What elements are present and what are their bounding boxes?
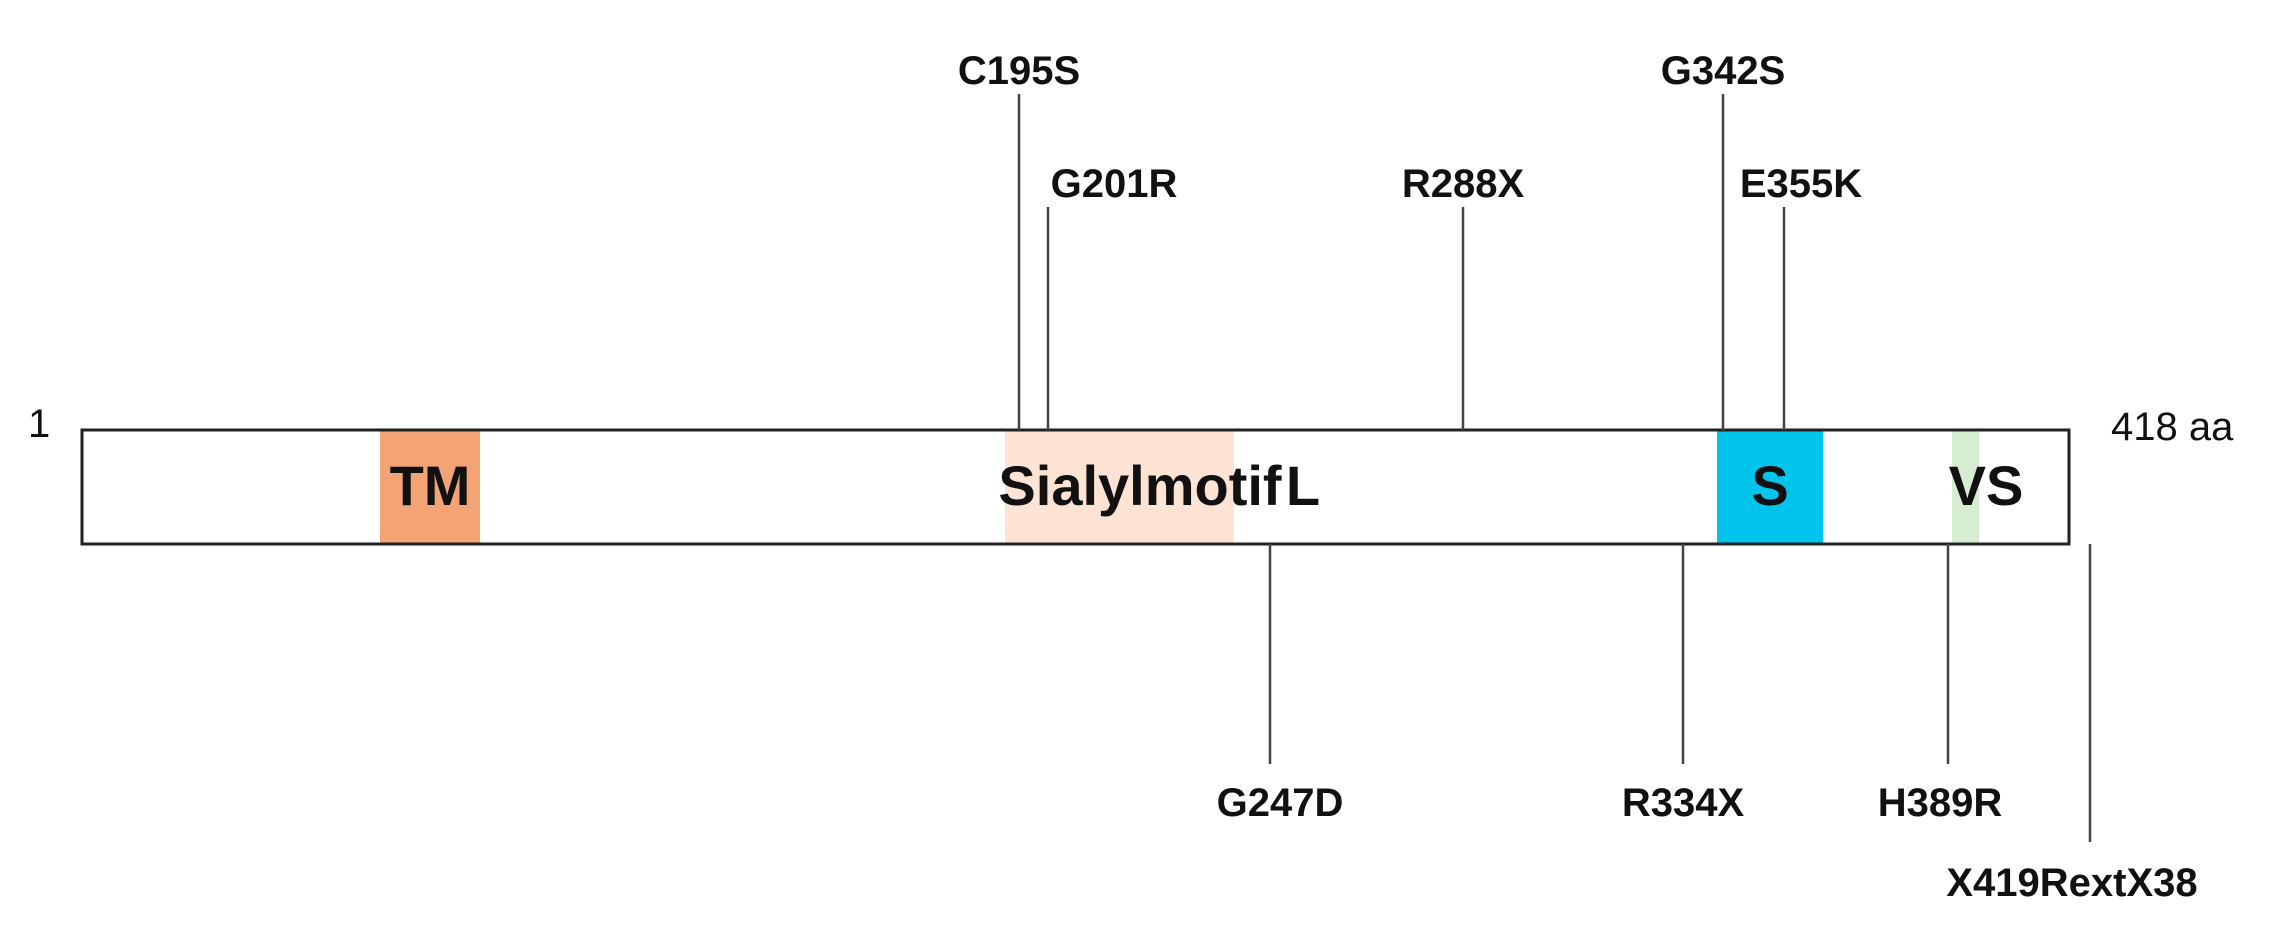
sialylmotif-s-label: S	[1751, 454, 1788, 517]
protein-end-label: 418 aa	[2111, 405, 2234, 449]
mutation-label-r334x: R334X	[1622, 781, 1745, 825]
sialylmotif-s-region	[1717, 430, 1823, 544]
mutation-label-e355k: E355K	[1740, 162, 1862, 206]
protein-backbone-bar	[80, 428, 2071, 546]
mutation-label-h389r: H389R	[1878, 781, 2003, 825]
sialylmotif-l-label: L	[1286, 454, 1320, 517]
mutation-label-g201r: G201R	[1051, 162, 1178, 206]
mutation-label-g342s: G342S	[1661, 49, 1786, 93]
sialylmotif-vs-label: VS	[1949, 454, 2024, 517]
sialylmotif-label: Sialylmotif	[998, 454, 1282, 517]
sialylmotif-l-region	[1005, 430, 1234, 544]
tm-domain-label: TM	[390, 454, 471, 517]
sialylmotif-vs-region	[1952, 430, 1979, 544]
mutation-label-r288x: R288X	[1402, 162, 1525, 206]
mutation-label-c195s: C195S	[958, 49, 1080, 93]
tm-domain-region	[380, 430, 480, 544]
mutation-label-x419rextx38: X419RextX38	[1946, 861, 2197, 905]
protein-start-label: 1	[28, 402, 50, 446]
mutation-label-g247d: G247D	[1217, 781, 1344, 825]
